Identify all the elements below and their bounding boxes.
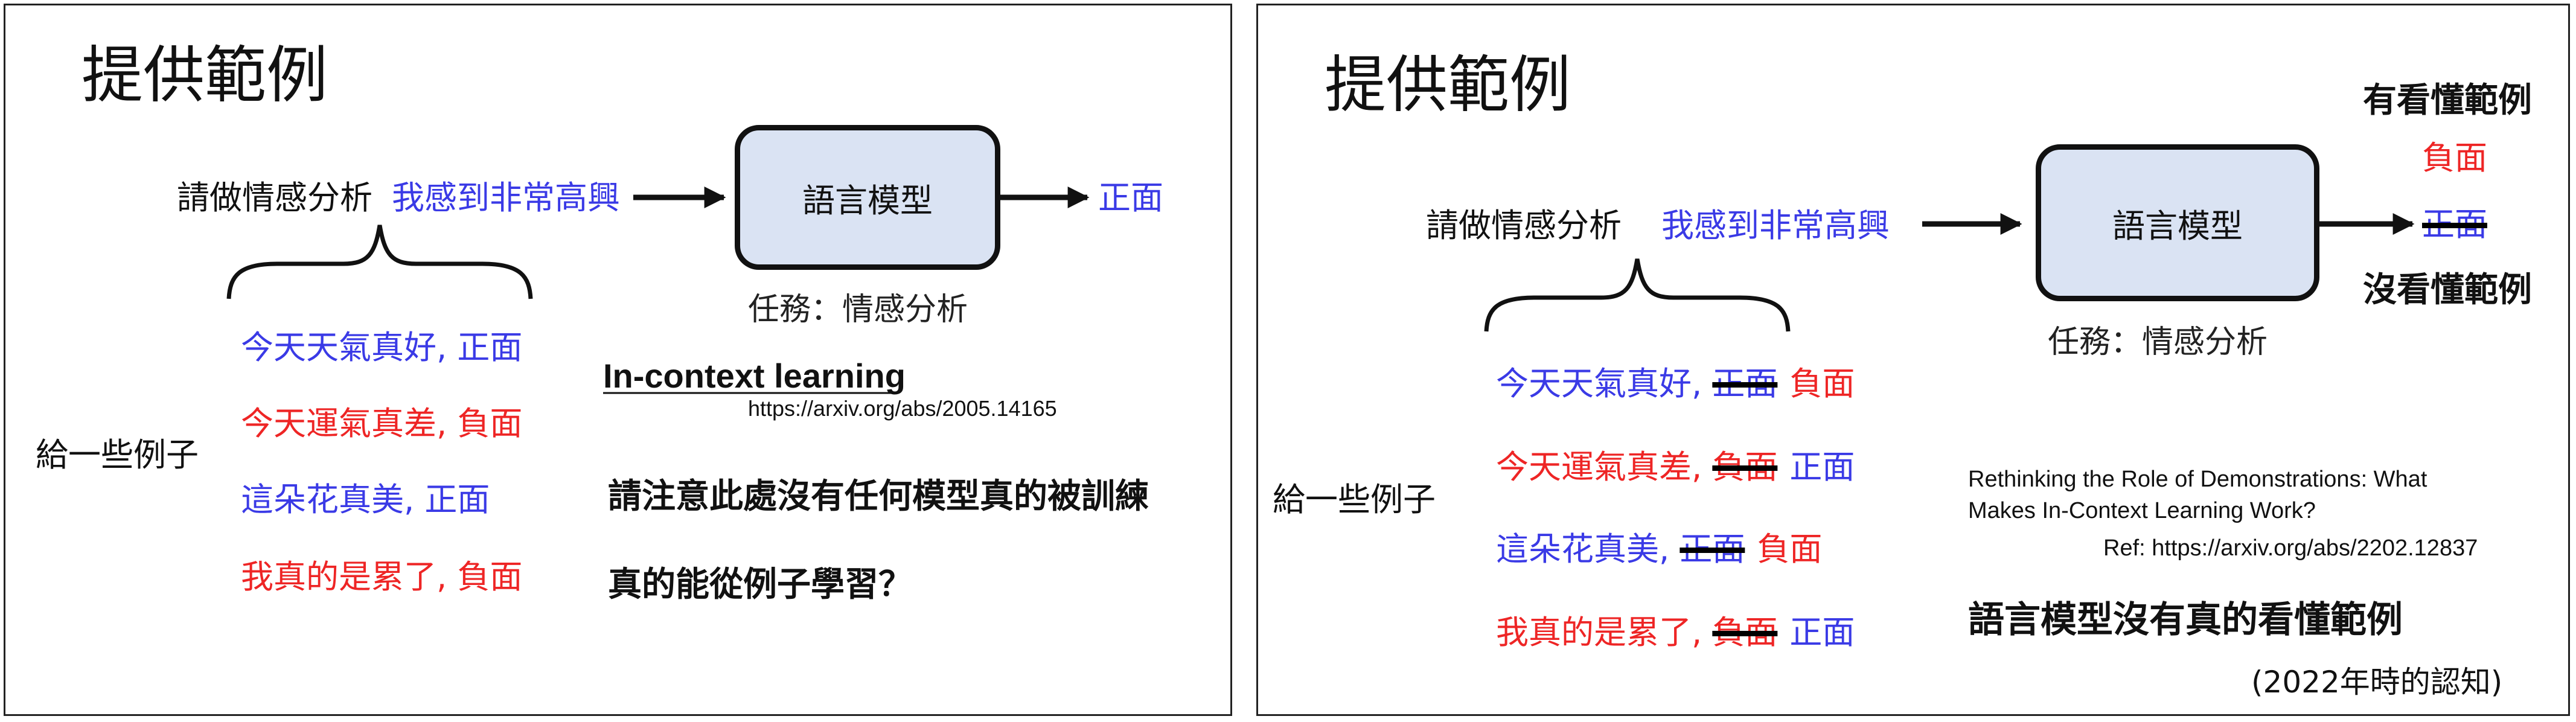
left-example-1: 今天天氣真好, 正面 [241,328,523,366]
right-example-3-text: 這朵花真美, [1496,530,1680,568]
right-example-2-struck-label: 負面 [1712,448,1778,486]
right-prompt-text: 請做情感分析 [1426,206,1622,244]
left-example-4: 我真的是累了, 負面 [241,558,523,596]
left-input-text: 我感到非常高興 [392,179,620,217]
right-example-3: 這朵花真美, 正面負面 [1496,533,1822,566]
left-panel: 提供範例 請做情感分析 我感到非常高興 語言模型 正面 任務：情感分析 給一些例… [4,4,1232,716]
right-example-2: 今天運氣真差, 負面正面 [1496,451,1855,484]
right-understand-output: 負面 [2422,139,2487,177]
right-examples-label: 給一些例子 [1273,481,1436,519]
right-example-4-replacement: 正面 [1789,613,1855,651]
left-note-line-2: 真的能從例子學習？ [608,565,912,604]
right-year-note: (2022年時的認知) [2251,665,2503,700]
left-task-label: 任務：情感分析 [748,292,968,328]
right-example-4: 我真的是累了, 負面正面 [1496,616,1855,649]
left-language-model-box: 語言模型 [735,125,1000,270]
left-icl-url: https://arxiv.org/abs/2005.14165 [748,396,1057,421]
right-conclusion: 語言模型沒有真的看懂範例 [1968,599,2403,641]
right-language-model-box: 語言模型 [2036,144,2319,301]
left-example-3: 這朵花真美, 正面 [241,481,490,519]
left-brace [226,225,533,299]
right-example-1-text: 今天天氣真好, [1496,365,1713,403]
left-title: 提供範例 [81,40,328,112]
right-title: 提供範例 [1325,50,1571,121]
right-task-label: 任務：情感分析 [2048,324,2268,360]
left-icl-title: In-context learning [603,357,906,395]
left-output-label: 正面 [1098,179,1163,217]
left-note-line-1: 請注意此處沒有任何模型真的被訓練 [608,477,1149,516]
right-brace [1484,258,1791,332]
right-example-2-replacement: 正面 [1789,448,1855,486]
right-example-2-text: 今天運氣真差, [1496,448,1713,486]
right-panel: 提供範例 請做情感分析 我感到非常高興 語言模型 任務：情感分析 有看懂範例 負… [1256,4,2570,716]
right-not-understand-label: 沒看懂範例 [2363,270,2532,310]
right-example-4-struck-label: 負面 [1712,613,1778,651]
left-prompt-text: 請做情感分析 [177,179,372,217]
right-not-understand-output: 正面 [2422,205,2487,243]
left-model-label: 語言模型 [802,181,933,220]
right-understand-label: 有看懂範例 [2363,81,2532,120]
right-model-label: 語言模型 [2112,206,2243,245]
right-input-text: 我感到非常高興 [1661,206,1890,244]
right-paper-title-line-1: Rethinking the Role of Demonstrations: W… [1968,467,2427,492]
left-example-2: 今天運氣真差, 負面 [241,404,523,442]
right-paper-ref: Ref: https://arxiv.org/abs/2202.12837 [2103,535,2478,561]
left-examples-label: 給一些例子 [36,436,199,474]
right-example-3-replacement: 負面 [1757,530,1823,568]
right-example-4-text: 我真的是累了, [1496,613,1713,651]
right-example-1-struck-label: 正面 [1712,365,1778,403]
right-example-1-replacement: 負面 [1789,365,1855,403]
right-example-1: 今天天氣真好, 正面負面 [1496,368,1855,400]
left-arrows-and-brace [226,187,1090,394]
right-example-3-struck-label: 正面 [1680,530,1745,568]
right-arrows-and-brace [1484,213,2415,332]
right-paper-title-line-2: Makes In-Context Learning Work? [1968,498,2316,523]
